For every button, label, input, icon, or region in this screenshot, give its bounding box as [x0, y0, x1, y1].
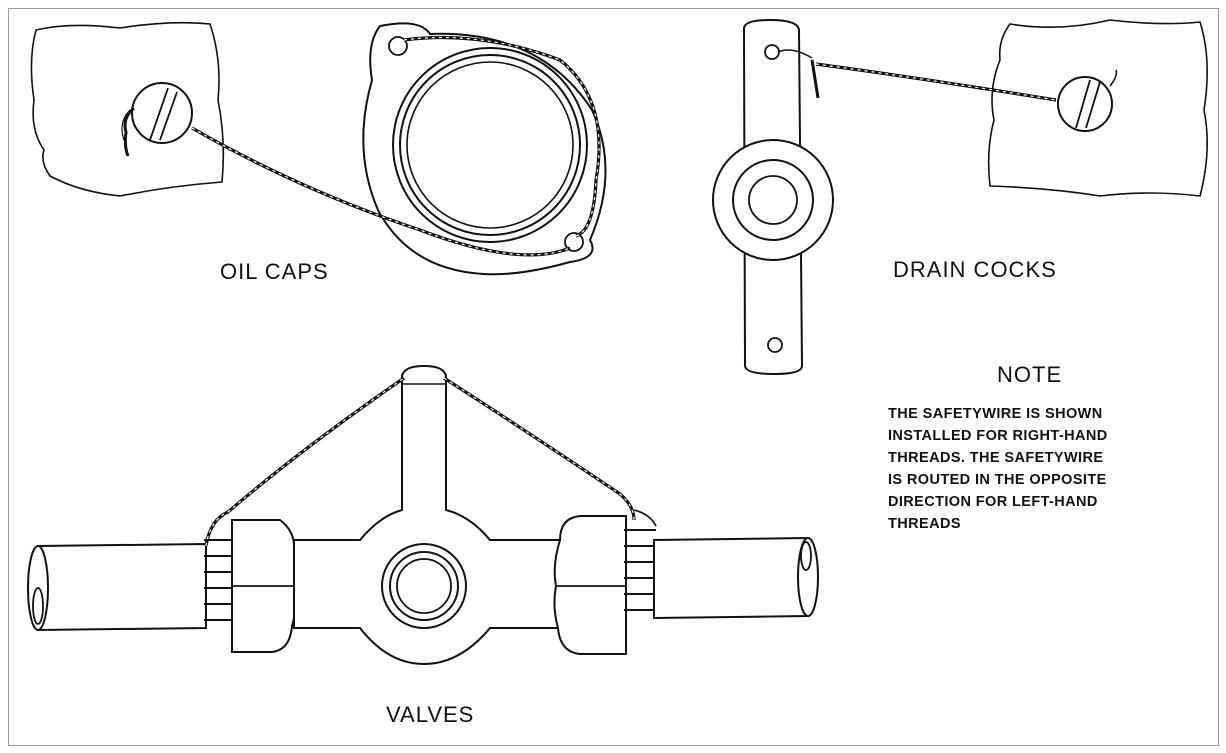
filler-cap-icon — [362, 22, 607, 276]
note-title: NOTE — [997, 362, 1062, 387]
note-line-5: DIRECTION FOR LEFT-HAND — [888, 494, 1098, 510]
valves-label: VALVES — [386, 702, 474, 727]
valve-safety-wire — [204, 376, 657, 547]
safety-wire-icon — [191, 35, 601, 257]
note-block: NOTE THE SAFETYWIRE IS SHOWN INSTALLED F… — [888, 362, 1108, 532]
note-line-1: THE SAFETYWIRE IS SHOWN — [888, 406, 1103, 422]
oil-cap-structure — [30, 21, 225, 197]
oil-cap-icon — [121, 82, 193, 157]
drain-safety-wire — [777, 49, 1057, 102]
oil-caps-label: OIL CAPS — [220, 259, 329, 284]
note-line-3: THREADS. THE SAFETYWIRE — [888, 450, 1103, 466]
oil-cap-group: OIL CAPS — [30, 21, 607, 284]
drain-cock-group: DRAIN COCKS — [712, 18, 1208, 376]
drain-cocks-label: DRAIN COCKS — [893, 257, 1057, 282]
drain-cock-icon — [712, 18, 834, 376]
valve-group: VALVES — [27, 364, 819, 727]
note-line-6: THREADS — [888, 516, 961, 532]
note-line-4: IS ROUTED IN THE OPPOSITE — [888, 472, 1107, 488]
valve-icon — [27, 364, 819, 666]
note-line-2: INSTALLED FOR RIGHT-HAND — [888, 428, 1108, 444]
drain-plug-icon — [1057, 69, 1118, 132]
